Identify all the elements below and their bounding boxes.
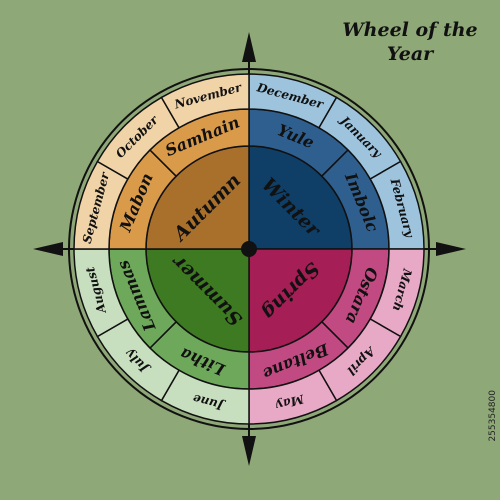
title-line-1: Wheel of the — [342, 19, 478, 41]
title-line-2: Year — [386, 43, 434, 65]
east-arrow-icon — [436, 242, 466, 256]
outer-rim — [68, 68, 430, 430]
west-arrow-icon — [33, 242, 63, 256]
month-sector-november — [160, 73, 250, 129]
stock-id: 255354800 — [488, 390, 498, 442]
title: Wheel of the Year — [340, 18, 480, 66]
center-dot — [241, 241, 257, 257]
south-arrow-icon — [242, 436, 256, 466]
north-arrow-icon — [242, 32, 256, 62]
wheel-sectors — [68, 68, 430, 430]
